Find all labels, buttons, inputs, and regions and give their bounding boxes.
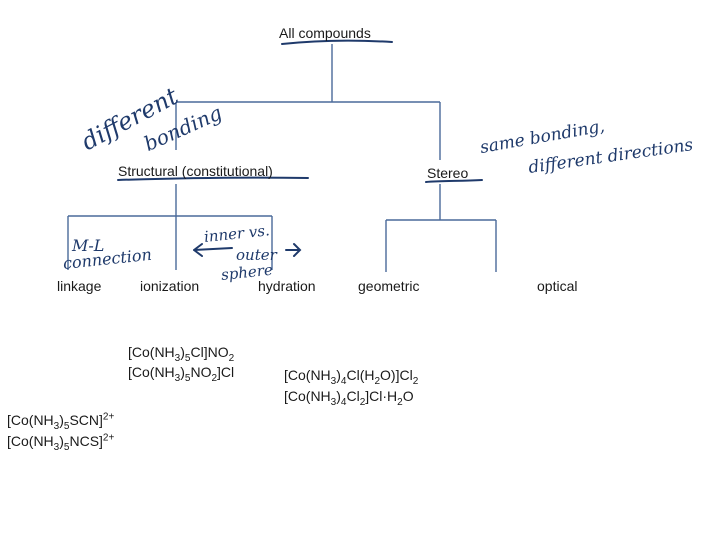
formula-hydration-2: [Co(NH3)4Cl2]Cl·H2O: [284, 388, 414, 408]
formula-hydration-1: [Co(NH3)4Cl(H2O)]Cl2: [284, 367, 419, 387]
right-arrow: [285, 243, 302, 257]
structural-underline: [117, 176, 309, 181]
node-geometric: geometric: [358, 278, 420, 294]
formula-ionization-2: [Co(NH3)5NO2]Cl: [128, 364, 235, 384]
node-linkage: linkage: [57, 278, 102, 294]
node-stereo: Stereo: [427, 165, 469, 181]
formula-linkage-2: [Co(NH3)5NCS]2+: [7, 432, 115, 453]
node-ionization: ionization: [140, 278, 200, 294]
node-optical: optical: [537, 278, 578, 294]
stereo-underline: [425, 179, 483, 183]
node-structural: Structural (constitutional): [118, 163, 273, 179]
node-all-compounds: All compounds: [279, 25, 371, 41]
formula-ionization-1: [Co(NH3)5Cl]NO2: [128, 344, 235, 364]
note-ml: M-L: [72, 236, 105, 255]
left-arrow: [193, 243, 233, 257]
note-outer: outer: [236, 246, 277, 264]
root-underline: [281, 39, 393, 45]
node-hydration: hydration: [258, 278, 316, 294]
formula-linkage-1: [Co(NH3)5SCN]2+: [7, 411, 115, 432]
